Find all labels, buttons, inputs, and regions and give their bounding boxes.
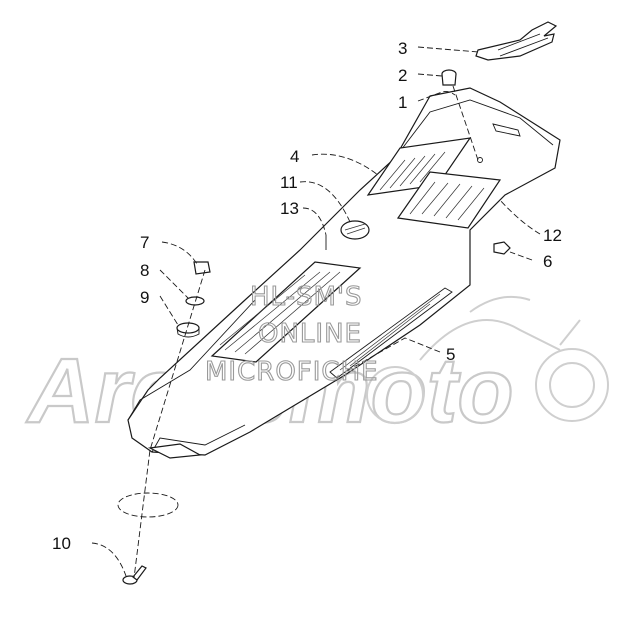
- callout-6: 6: [543, 252, 552, 271]
- leader-lines: [91, 46, 541, 579]
- watermark-text: HL-SM'S ONLINE MICROFICHE: [204, 281, 379, 387]
- part-3-bracket: [475, 21, 558, 61]
- callout-3: 3: [398, 39, 407, 58]
- callout-10: 10: [52, 534, 71, 553]
- front-label-hatching: [219, 271, 341, 355]
- callout-13: 13: [280, 199, 299, 218]
- callout-labels: 3 2 1 4 11 13 7 8 9 12 6 5 10: [52, 39, 562, 553]
- label-hatching: [379, 151, 485, 221]
- callout-4: 4: [290, 147, 299, 166]
- callout-11: 11: [280, 173, 298, 192]
- watermark-line-2: ONLINE: [258, 319, 362, 349]
- watermark-line-1: HL-SM'S: [250, 282, 363, 312]
- part-6-nut: [493, 241, 511, 255]
- callout-5: 5: [446, 345, 455, 364]
- part-9-spacer: [176, 322, 200, 338]
- part-10-screw: [122, 565, 147, 585]
- hidden-hole-outline: [117, 492, 179, 518]
- part-1-tray: [127, 87, 561, 459]
- callout-7: 7: [140, 233, 149, 252]
- callout-1: 1: [398, 93, 407, 112]
- callout-2: 2: [398, 66, 407, 85]
- part-7-grommet: [193, 261, 211, 275]
- callout-9: 9: [140, 288, 149, 307]
- part-8-washer: [185, 296, 205, 306]
- callout-8: 8: [140, 261, 149, 280]
- part-2-plug: [441, 69, 457, 86]
- motorcycle-watermark-icon: [366, 295, 609, 424]
- callout-12: 12: [543, 226, 562, 245]
- watermark-line-3: MICROFICHE: [205, 357, 379, 387]
